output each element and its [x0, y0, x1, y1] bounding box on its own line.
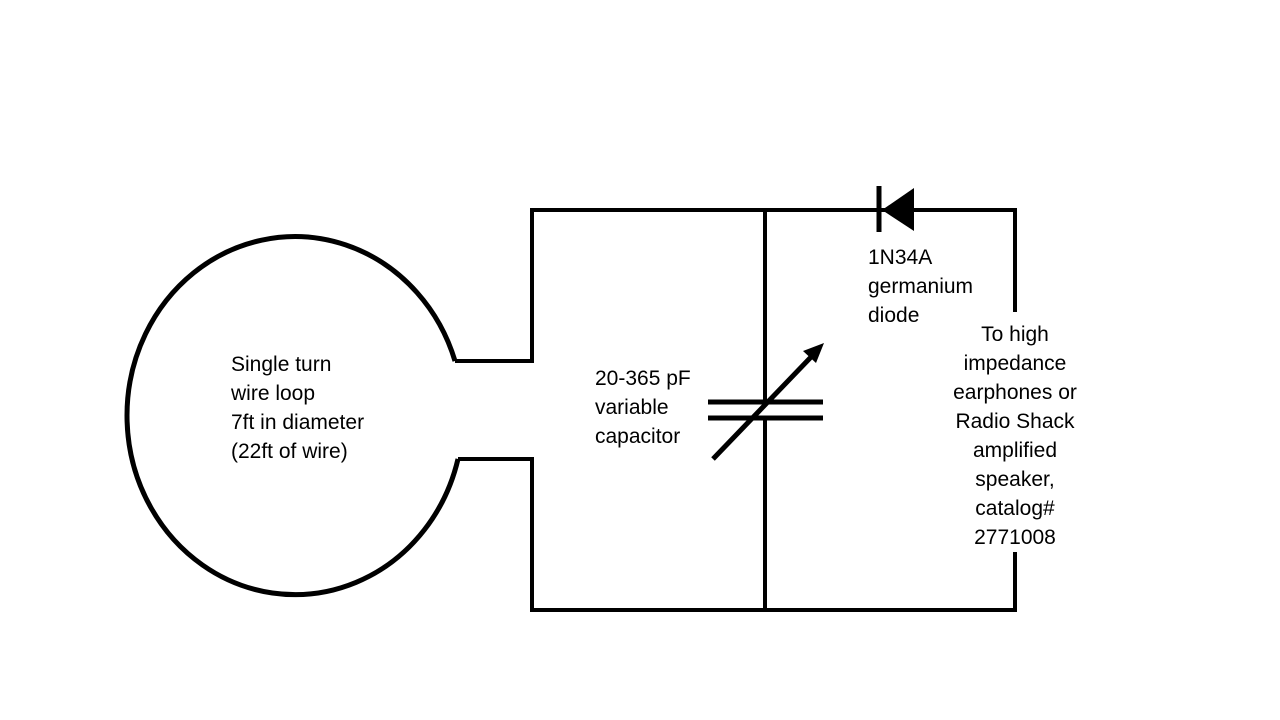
capacitor-arrowhead	[803, 343, 824, 363]
diode-triangle	[882, 188, 914, 231]
capacitor-label: 20-365 pF variable capacitor	[595, 367, 691, 448]
diode-label: 1N34A germanium diode	[868, 246, 974, 327]
wire-loop-antenna	[124, 234, 461, 598]
capacitor-arrow-shaft	[711, 354, 814, 461]
loop-label: Single turn wire loop 7ft in diameter (2…	[231, 353, 365, 463]
output-label: To high impedance earphones or Radio Sha…	[953, 323, 1077, 549]
